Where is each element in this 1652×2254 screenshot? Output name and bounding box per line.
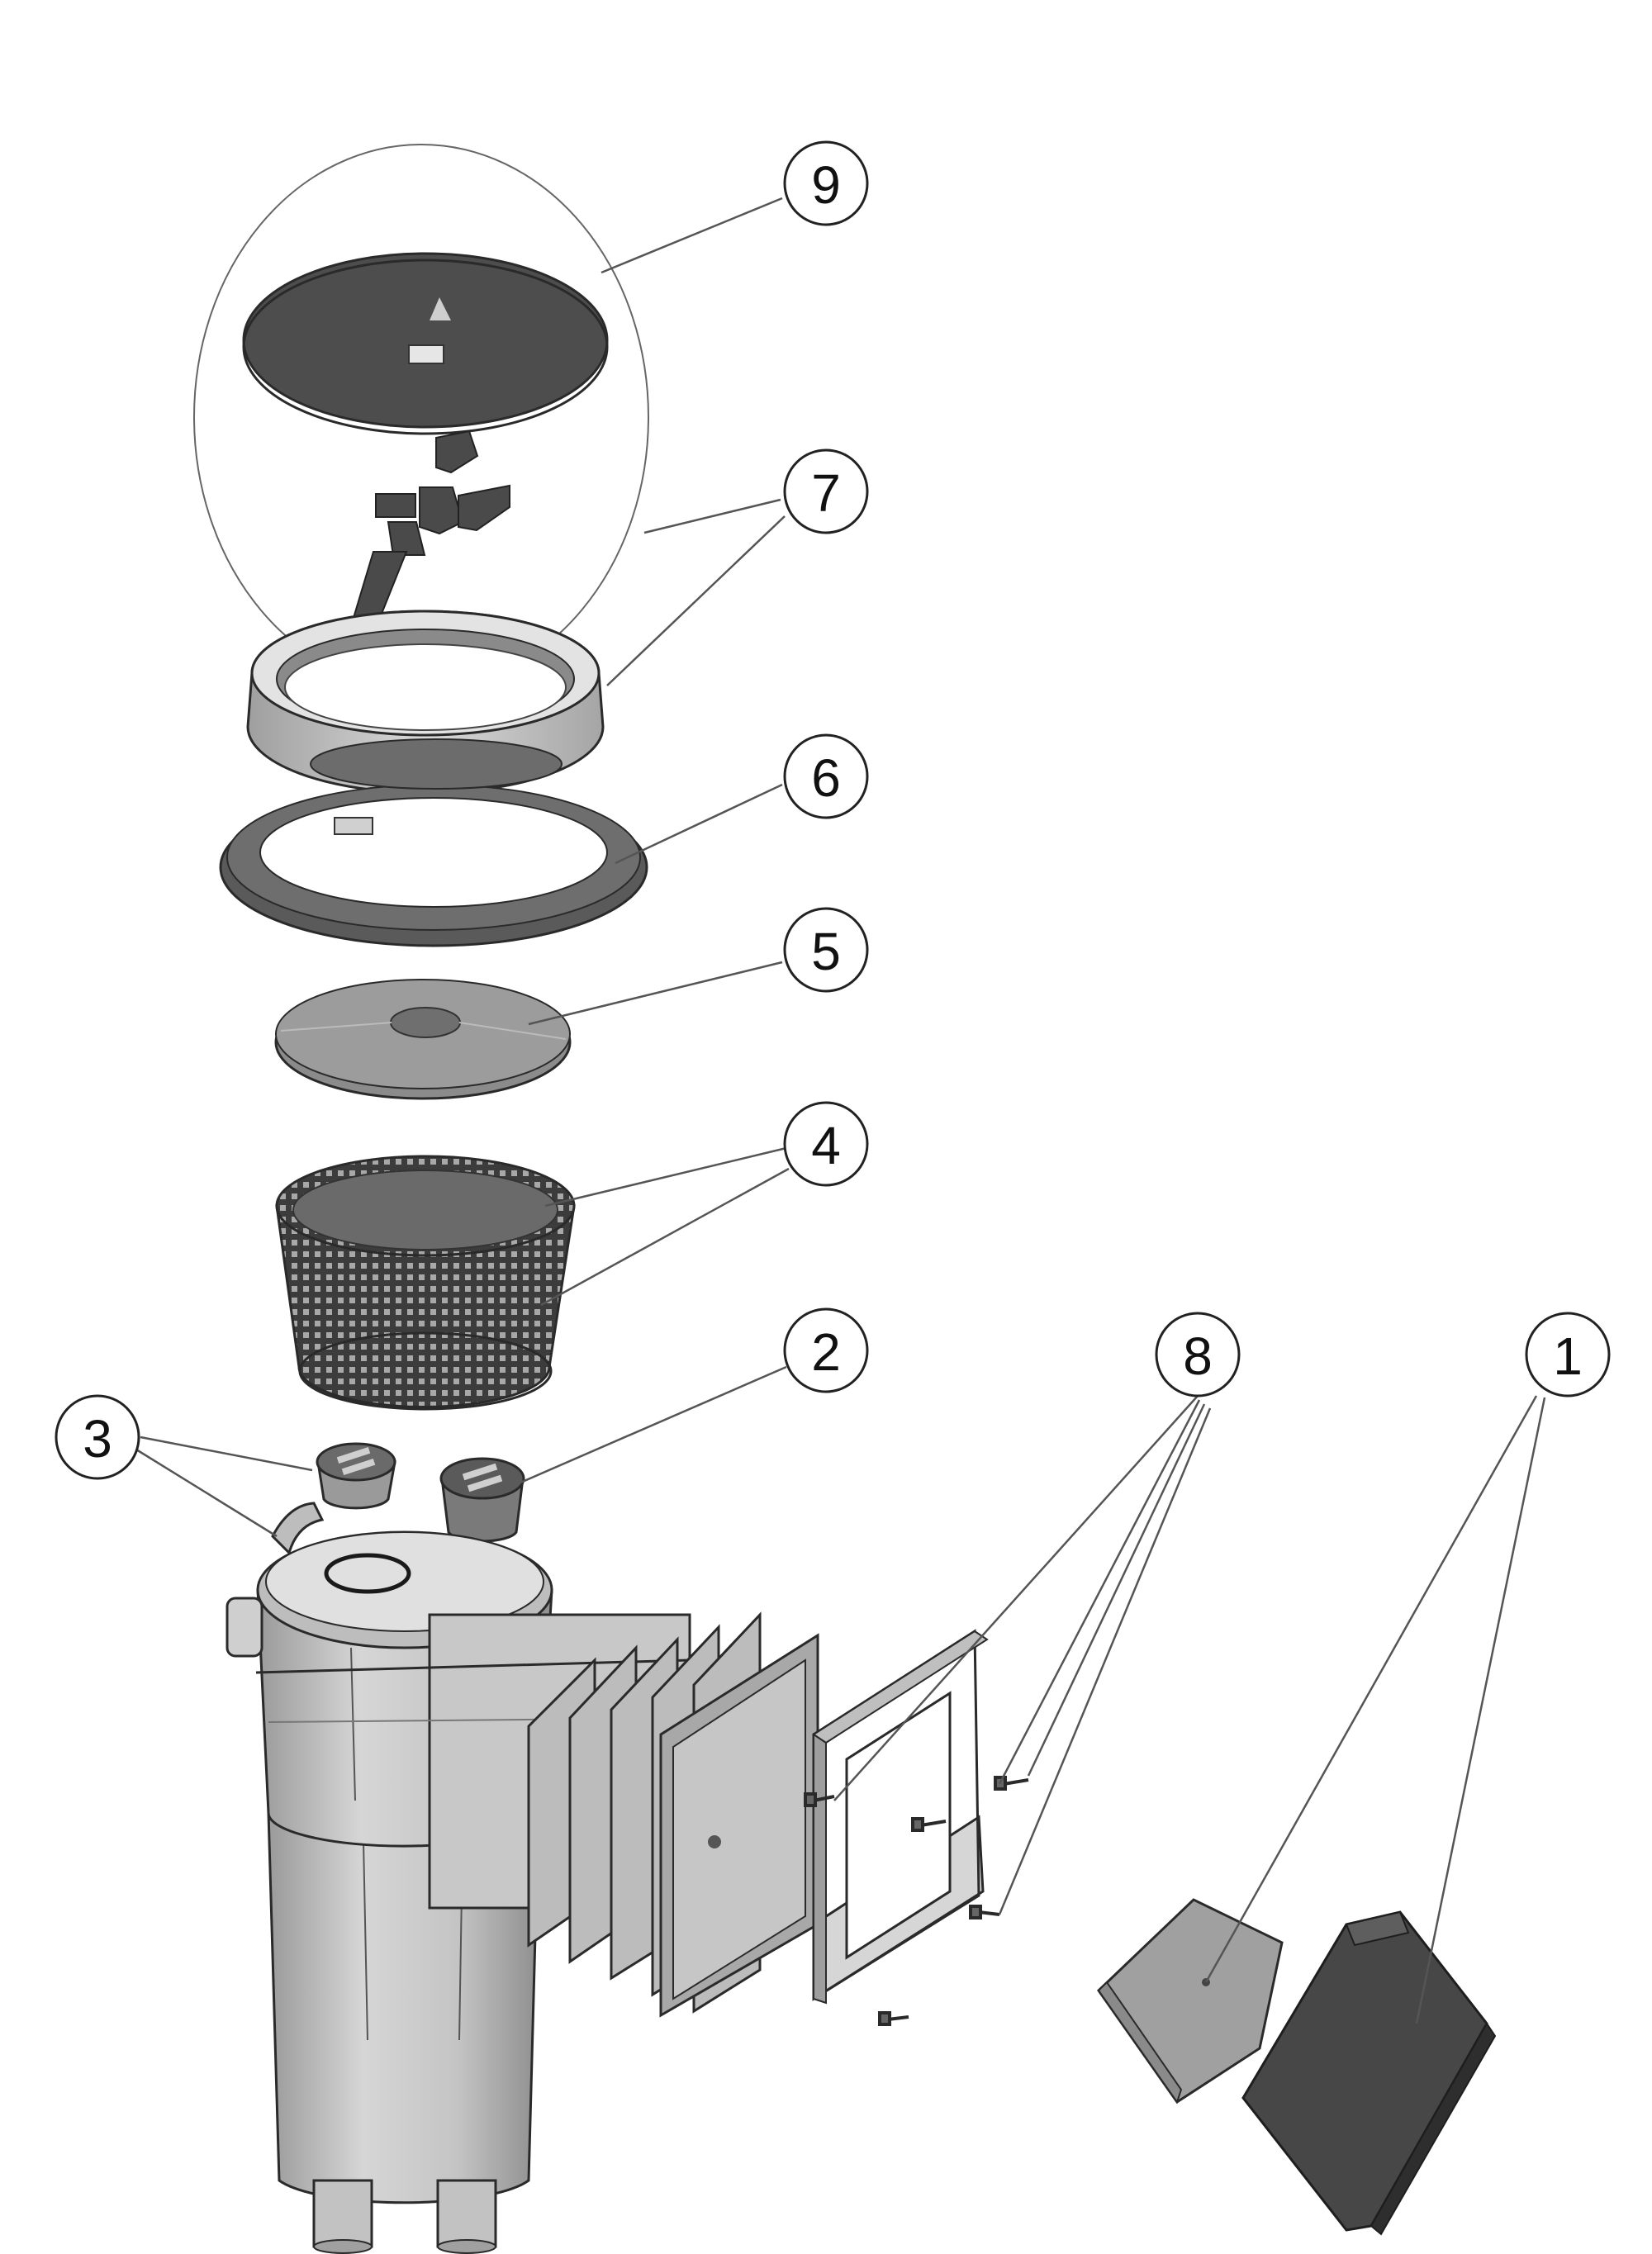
callout-1-label: 1 bbox=[1553, 1326, 1583, 1386]
callout-7: 7 bbox=[783, 448, 869, 534]
callout-3-label: 3 bbox=[83, 1409, 112, 1469]
weir-door-part bbox=[1241, 1910, 1497, 2236]
strainer-basket bbox=[275, 1155, 576, 1411]
callout-2-label: 2 bbox=[811, 1322, 841, 1382]
weir-plate bbox=[274, 979, 572, 1100]
weir-flap-part bbox=[1097, 1898, 1284, 2105]
callout-1: 1 bbox=[1525, 1312, 1611, 1397]
face-plate-frame bbox=[812, 1629, 989, 2005]
lid-assembly-group bbox=[193, 144, 649, 690]
callout-4: 4 bbox=[783, 1101, 869, 1187]
callout-6-label: 6 bbox=[811, 748, 841, 808]
callout-9: 9 bbox=[783, 140, 869, 226]
right-port-plug bbox=[439, 1457, 525, 1543]
callout-8: 8 bbox=[1155, 1312, 1241, 1397]
callout-2: 2 bbox=[783, 1307, 869, 1393]
callout-9-label: 9 bbox=[811, 155, 841, 215]
callout-4-label: 4 bbox=[811, 1116, 841, 1175]
small-elbow-part bbox=[271, 1502, 325, 1555]
skimmer-lid bbox=[242, 252, 609, 429]
callout-8-label: 8 bbox=[1183, 1326, 1213, 1386]
skimmer-body bbox=[225, 1530, 819, 2254]
callout-6: 6 bbox=[783, 733, 869, 819]
outer-flange-ring bbox=[219, 738, 648, 947]
callout-3: 3 bbox=[55, 1394, 140, 1480]
lid-slot bbox=[408, 344, 444, 364]
screws bbox=[804, 1776, 1029, 2026]
callout-5-label: 5 bbox=[811, 922, 841, 981]
lid-pointer-mark bbox=[430, 297, 451, 320]
leader-lines bbox=[135, 197, 1546, 2024]
callout-5: 5 bbox=[783, 907, 869, 993]
callout-7-label: 7 bbox=[811, 463, 841, 523]
left-port-plug bbox=[316, 1442, 396, 1510]
